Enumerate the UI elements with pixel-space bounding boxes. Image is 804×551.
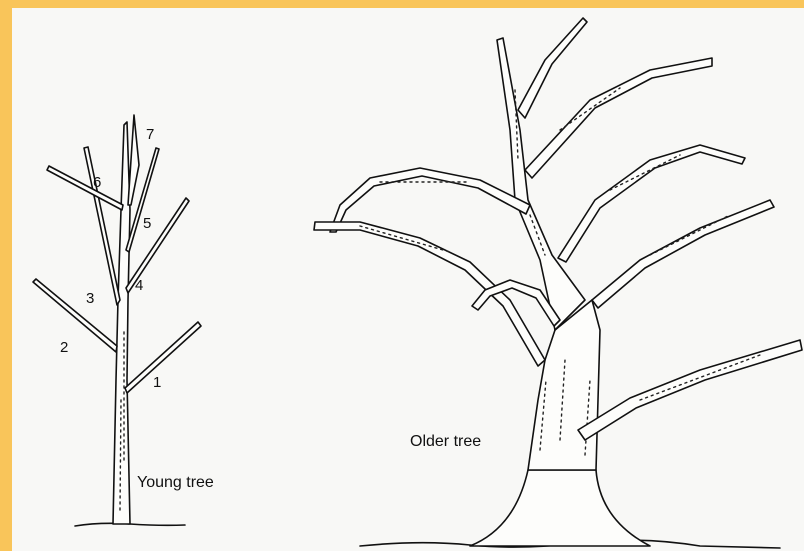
young-tree-branch-6: [47, 166, 123, 210]
older-tree-caption: Older tree: [410, 433, 481, 450]
older-tree-drawing: [314, 18, 802, 548]
older-tree-branch-top: [518, 18, 587, 118]
older-tree-branch-right-upper: [592, 200, 774, 308]
young-tree-branch-7: [128, 115, 139, 205]
branch-label-4: 4: [135, 277, 143, 294]
drawing-sheet: 1 2 3 4 5 6 7 Young tree: [12, 8, 804, 551]
older-tree-roots: [470, 470, 650, 546]
older-tree-branch-left-lower: [314, 222, 545, 366]
older-tree-branch-mid-right: [558, 145, 745, 262]
tree-pruning-illustration: 1 2 3 4 5 6 7 Young tree: [12, 8, 804, 551]
young-tree-caption: Young tree: [137, 474, 214, 491]
young-tree-branch-1: [125, 322, 201, 393]
older-tree-branch-upper-right: [525, 58, 712, 178]
branch-label-5: 5: [143, 215, 151, 232]
branch-label-2: 2: [60, 339, 68, 356]
older-tree-branch-right-low: [578, 340, 802, 440]
young-tree-branch-3: [84, 147, 120, 305]
branch-label-6: 6: [93, 174, 101, 191]
branch-label-1: 1: [153, 374, 161, 391]
young-tree-drawing: [33, 115, 201, 526]
branch-label-7: 7: [146, 126, 154, 143]
branch-label-3: 3: [86, 290, 94, 307]
young-tree-trunk: [113, 122, 130, 524]
young-tree-branch-2: [33, 279, 117, 352]
